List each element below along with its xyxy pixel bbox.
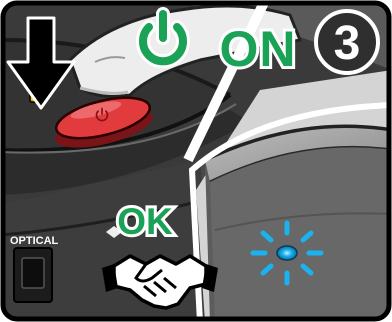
optical-port-label: OPTICAL [10, 235, 59, 247]
step-number: 3 [334, 17, 361, 70]
confirm-text: OK [117, 201, 173, 242]
status-on-text: ON [220, 21, 297, 77]
indicator-light-icon [253, 223, 321, 283]
step-number-badge: 3 [316, 11, 378, 73]
